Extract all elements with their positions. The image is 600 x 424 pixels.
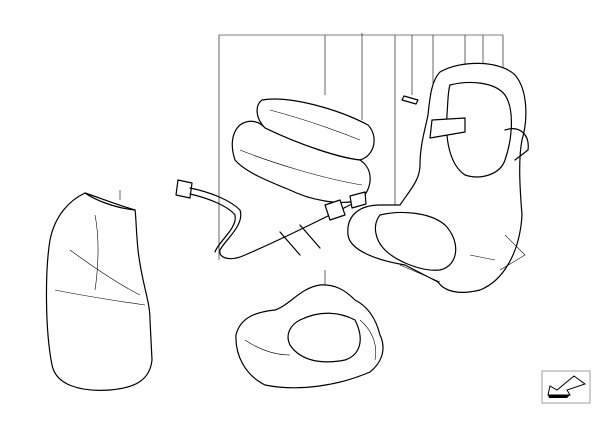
booster-cushion[interactable] bbox=[231, 98, 375, 203]
seat-cushion-cover[interactable] bbox=[235, 284, 384, 389]
leader-lines bbox=[119, 33, 504, 285]
backrest-cover[interactable] bbox=[45, 192, 153, 391]
seat-belt-guide[interactable] bbox=[175, 179, 367, 260]
child-seat[interactable] bbox=[347, 62, 529, 293]
back-navigation-button[interactable] bbox=[541, 370, 591, 404]
